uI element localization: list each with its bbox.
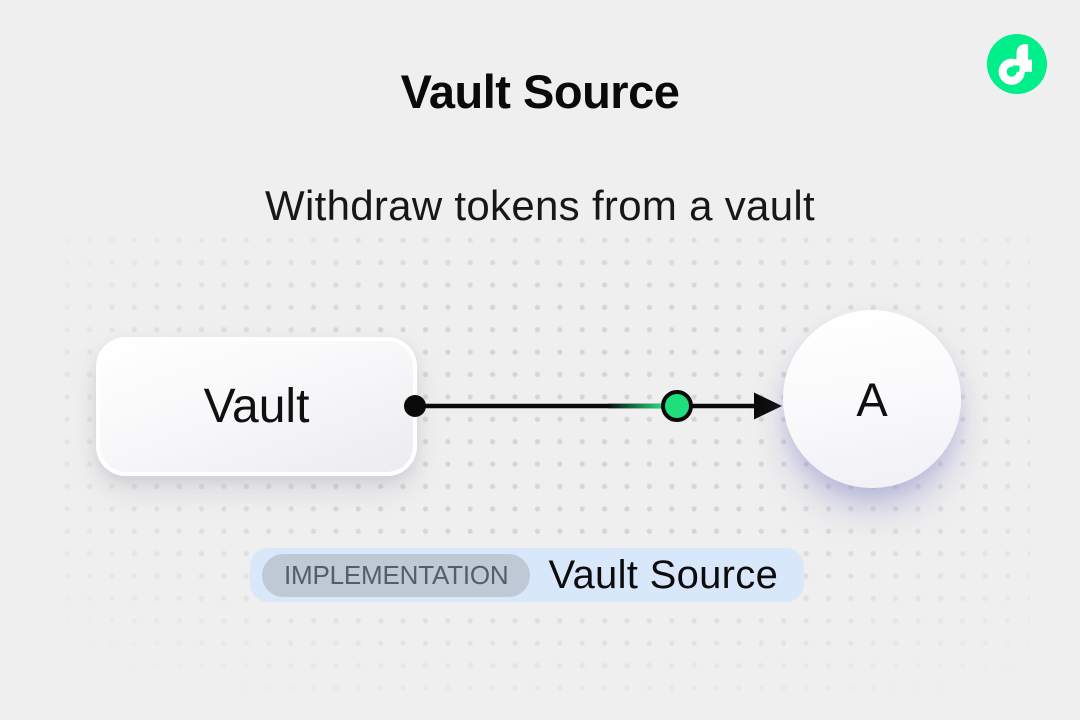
flow-logo-icon [986,33,1048,95]
account-node-label: A [856,372,888,426]
vault-node: Vault [96,337,417,476]
vault-node-label: Vault [203,380,310,433]
flow-arrow [404,390,782,422]
token-dot [661,390,693,422]
page-subtitle: Withdraw tokens from a vault [265,182,815,229]
implementation-badge: IMPLEMENTATION Vault Source [250,548,805,602]
account-node: A [783,310,961,488]
arrow-start-dot [404,395,426,417]
implementation-label: Vault Source [548,552,779,597]
implementation-tag: IMPLEMENTATION [262,553,531,597]
page-title: Vault Source [400,65,680,118]
arrow-head [754,392,782,420]
